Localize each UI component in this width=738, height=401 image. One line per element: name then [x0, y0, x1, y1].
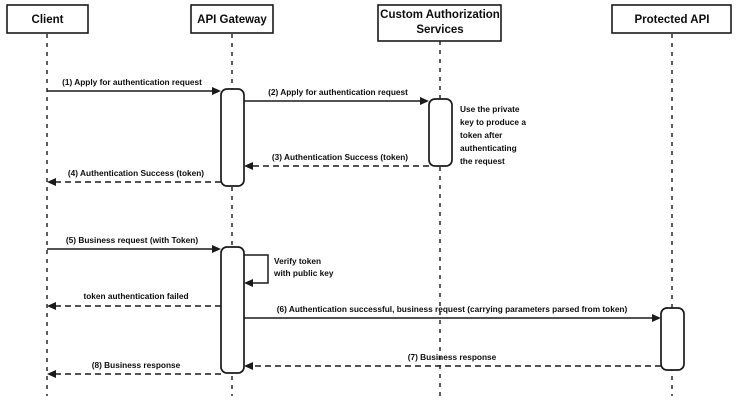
- message-token-authentication-failed-arrowhead: [47, 302, 56, 310]
- participant-api-gateway[interactable]: API Gateway: [190, 4, 274, 34]
- participant-client[interactable]: Client: [6, 4, 89, 34]
- message-8-arrowhead: [47, 370, 56, 378]
- message-1[interactable]: (1) Apply for authentication request: [47, 77, 221, 95]
- note-private-key: Use the private key to produce a token a…: [460, 104, 526, 166]
- message-2[interactable]: (2) Apply for authentication request: [244, 87, 429, 105]
- message-3-label: (3) Authentication Success (token): [272, 152, 408, 162]
- message-8[interactable]: (8) Business response: [47, 360, 221, 378]
- note-private-key-line-5: the request: [460, 156, 505, 166]
- message-7[interactable]: (7) Business response: [244, 352, 661, 370]
- note-private-key-line-1: Use the private: [460, 104, 520, 114]
- message-3-arrowhead: [244, 162, 253, 170]
- message-5[interactable]: (5) Business request (with Token): [47, 235, 221, 253]
- message-self-verify-token-label-line2: with public key: [273, 268, 334, 278]
- message-5-label: (5) Business request (with Token): [66, 235, 198, 245]
- note-private-key-line-4: authenticating: [460, 143, 517, 153]
- message-7-label: (7) Business response: [408, 352, 497, 362]
- message-1-arrowhead: [212, 87, 221, 95]
- message-self-verify-token-label-line1: Verify token: [274, 256, 321, 266]
- participant-custom-auth[interactable]: Custom Authorization Services: [377, 4, 502, 42]
- lifelines: [46, 34, 673, 396]
- activation-bars: [220, 88, 685, 374]
- activation-bar-api-gateway-1: [220, 88, 245, 187]
- message-6-label: (6) Authentication successful, business …: [277, 304, 628, 314]
- message-2-label: (2) Apply for authentication request: [268, 87, 408, 97]
- message-self-verify-token-arrowhead: [244, 279, 253, 287]
- note-private-key-line-3: token after: [460, 130, 503, 140]
- message-8-label: (8) Business response: [92, 360, 181, 370]
- message-4[interactable]: (4) Authentication Success (token): [47, 168, 221, 186]
- message-4-arrowhead: [47, 178, 56, 186]
- participant-label-custom-auth-line2: Services: [416, 24, 463, 36]
- participant-box-api-gateway[interactable]: [190, 4, 274, 34]
- message-3[interactable]: (3) Authentication Success (token): [244, 152, 429, 170]
- message-7-arrowhead: [244, 362, 253, 370]
- participant-box-custom-auth[interactable]: [377, 4, 502, 42]
- message-self-verify-token[interactable]: Verify token with public key: [244, 254, 334, 287]
- participant-label-protected-api: Protected API: [635, 14, 710, 26]
- participant-label-custom-auth-line1: Custom Authorization: [380, 9, 500, 21]
- participant-protected-api[interactable]: Protected API: [611, 4, 732, 34]
- participant-label-client: Client: [32, 14, 64, 26]
- message-5-arrowhead: [212, 245, 221, 253]
- participant-label-api-gateway: API Gateway: [197, 14, 267, 26]
- message-1-label: (1) Apply for authentication request: [62, 77, 202, 87]
- message-2-arrowhead: [420, 97, 429, 105]
- participant-box-protected-api[interactable]: [611, 4, 732, 34]
- participant-box-client[interactable]: [6, 4, 89, 34]
- note-private-key-line-2: key to produce a: [460, 117, 526, 127]
- message-4-label: (4) Authentication Success (token): [68, 168, 204, 178]
- message-6[interactable]: (6) Authentication successful, business …: [244, 304, 661, 322]
- message-self-verify-token-line: [244, 254, 269, 284]
- activation-bar-custom-auth: [428, 98, 453, 167]
- activation-bar-protected-api: [660, 307, 685, 371]
- message-token-authentication-failed[interactable]: token authentication failed: [47, 291, 221, 310]
- activation-bar-api-gateway-2: [220, 246, 245, 374]
- message-6-arrowhead: [652, 314, 661, 322]
- message-token-authentication-failed-label: token authentication failed: [83, 291, 188, 301]
